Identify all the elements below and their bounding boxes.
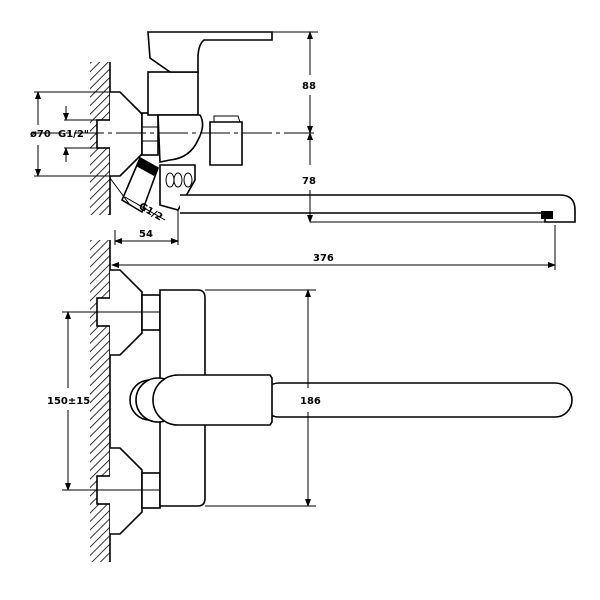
diverter-knob [209,121,243,166]
front-view: 186 150±15 [47,240,573,562]
connection-nut [141,112,159,156]
aerator [541,211,553,219]
dim-inlet-thread: G1/2" [58,129,89,140]
body-housing [157,114,204,163]
dim-186: 186 [300,396,321,407]
handle [147,31,273,73]
handle-front [152,374,273,426]
mixer-cartridge [147,71,199,116]
dim-54: 54 [139,229,153,240]
spout [180,194,576,223]
dim-flange-diameter: ø70 [30,129,51,140]
dim-376: 376 [313,253,334,264]
side-view: 88 78 ø70 G1/2" G1/2 54 376 [30,31,576,270]
dim-78: 78 [302,176,316,187]
dim-88: 88 [302,81,316,92]
wall-hatch-bottom [90,240,110,562]
dim-150: 150±15 [47,396,90,407]
